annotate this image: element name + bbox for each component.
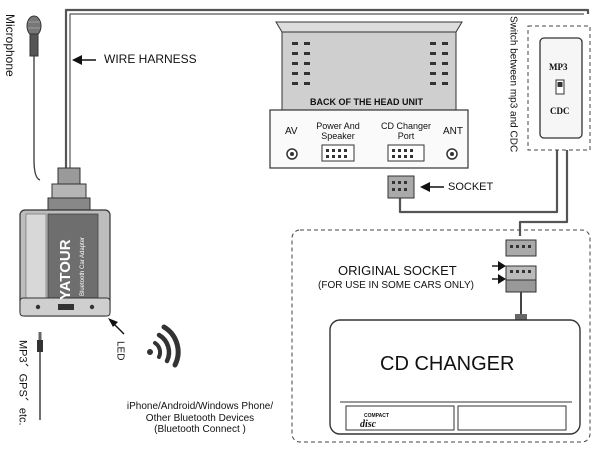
devices-line2: Other Bluetooth Devices (145, 412, 255, 424)
socket-label: SOCKET (448, 181, 494, 193)
wire-harness-cable (64, 8, 590, 170)
wire-harness-label: WIRE HARNESS (104, 52, 197, 66)
adapter-brand: YATOUR (57, 239, 74, 300)
socket-connector (387, 175, 415, 199)
ant-label: ANT (443, 126, 463, 137)
yatour-adapter-icon: YATOUR Bluetooth Car Adapter (19, 209, 111, 317)
vent-pattern (292, 42, 448, 85)
adapter-name: Bluetooth Car Adapter (80, 237, 86, 296)
av-label: AV (285, 126, 298, 137)
devices-line3: (Bluetooth Connect ) (154, 424, 246, 435)
cdc-switch-label: CDC (550, 106, 570, 116)
head-unit-icon (269, 21, 469, 169)
adapter-connector (47, 167, 91, 213)
cd-changer-label: CD CHANGER (380, 353, 515, 375)
original-socket-label: ORIGINAL SOCKET (338, 263, 457, 278)
led-arrow (108, 318, 125, 335)
compact-disc-logo-line2: disc (360, 419, 377, 430)
cd-changer-port-line2: Port (397, 131, 415, 142)
switch-dashed-frame (527, 25, 591, 151)
mp3-switch-label: MP3 (549, 62, 568, 72)
socket-arrow (420, 182, 444, 192)
head-unit-label: BACK OF THE HEAD UNIT (310, 97, 423, 107)
wire-harness-arrow (72, 55, 96, 65)
microphone-cable (33, 55, 41, 181)
original-socket-note: (FOR USE IN SOME CARS ONLY) (318, 280, 474, 291)
bluetooth-wireless-icon (147, 324, 181, 368)
mp3-gps-label: MP3、GPS、etc. (16, 340, 29, 426)
power-speaker-line1: Power And (316, 121, 360, 131)
microphone-label: Microphone (2, 14, 17, 77)
original-socket-dashed-frame (291, 229, 591, 443)
cd-changer-icon: COMPACT disc (329, 319, 581, 435)
power-speaker-label: Power And Speaker (309, 121, 367, 142)
power-speaker-line2: Speaker (321, 131, 355, 142)
microphone-icon (26, 15, 42, 57)
switch-label: Switch between mp3 and CDC (507, 16, 519, 153)
original-socket-arrows (492, 261, 506, 284)
devices-label: iPhone/Android/Windows Phone/ Other Blue… (108, 401, 292, 436)
compact-disc-logo-line1: COMPACT (364, 413, 389, 419)
original-socket-connector (505, 239, 537, 320)
cd-changer-port-line1: CD Changer (380, 121, 432, 131)
led-label: LED (114, 341, 126, 361)
socket-cable (398, 150, 569, 236)
mp3-cdc-switch-icon (539, 37, 583, 139)
devices-line1: iPhone/Android/Windows Phone/ (126, 401, 274, 412)
cd-changer-port-label: CD Changer Port (374, 121, 438, 142)
aux-plug-icon (37, 332, 43, 352)
